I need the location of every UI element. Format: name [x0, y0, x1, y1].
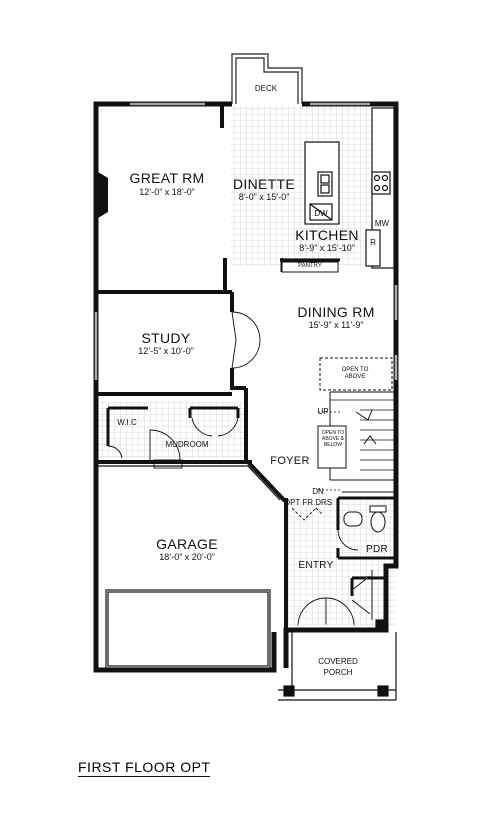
- open-to-above-below-label: OPEN TO ABOVE & BELOW: [321, 430, 345, 448]
- kitchen-dimensions: 8’-9” x 15’-10”: [299, 243, 355, 253]
- great-room-dimensions: 12’-0” x 18’-0”: [139, 187, 195, 197]
- dinette-label: DINETTE: [233, 176, 295, 192]
- garage-label: GARAGE: [156, 536, 218, 552]
- covered-porch-line2: PORCH: [323, 668, 353, 677]
- deck-label: DECK: [254, 84, 278, 93]
- fireplace: [98, 172, 108, 218]
- stair-down-label: DN: [312, 487, 324, 496]
- stair-up-label: UP: [317, 407, 329, 416]
- dining-room-label: DINING RM: [297, 304, 375, 320]
- garage-dimensions: 18’-0” x 20’-0”: [159, 552, 215, 562]
- powder-room-label: PDR: [365, 544, 389, 555]
- powder-room: [336, 496, 396, 560]
- plan-title: FIRST FLOOR OPT: [78, 759, 211, 777]
- open-to-above-area: [319, 357, 393, 391]
- open-to-above-line1: OPEN TO: [341, 367, 369, 373]
- mudroom-label: MUDROOM: [165, 440, 209, 449]
- deck: [231, 53, 303, 104]
- stairs: [317, 391, 394, 493]
- study-dimensions: 12’-5” x 10’-0”: [138, 346, 194, 356]
- pantry-label: PANTRY: [298, 263, 322, 269]
- kitchen-label: KITCHEN: [295, 227, 359, 243]
- foyer-label: FOYER: [270, 455, 310, 467]
- refrigerator-label: R: [370, 238, 376, 247]
- wic-label: W.I.C: [117, 418, 137, 427]
- front-doors: [297, 597, 355, 628]
- great-room-label: GREAT RM: [129, 170, 205, 186]
- dishwasher-label: DW: [314, 209, 328, 218]
- covered-porch: [278, 619, 397, 701]
- study-label: STUDY: [141, 330, 191, 346]
- kitchen-island: [304, 141, 340, 225]
- dining-room-dimensions: 15’-9” x 11’-9”: [308, 320, 364, 330]
- windows: [94, 102, 398, 380]
- opt-french-doors-label: OPT FR DRS: [283, 498, 333, 507]
- pantry: [280, 258, 340, 273]
- open-to-above-line2: ABOVE: [344, 374, 366, 380]
- kitchen-counter: [365, 107, 395, 269]
- dinette-dimensions: 8’-0” x 15’-0”: [238, 192, 290, 202]
- microwave-label: MW: [374, 219, 390, 228]
- interior-walls: [96, 106, 288, 630]
- covered-porch-line1: COVERED: [318, 657, 358, 666]
- covered-porch-label: COVERED PORCH: [318, 656, 358, 678]
- entry-label: ENTRY: [298, 560, 334, 571]
- tile-floor: [98, 106, 396, 626]
